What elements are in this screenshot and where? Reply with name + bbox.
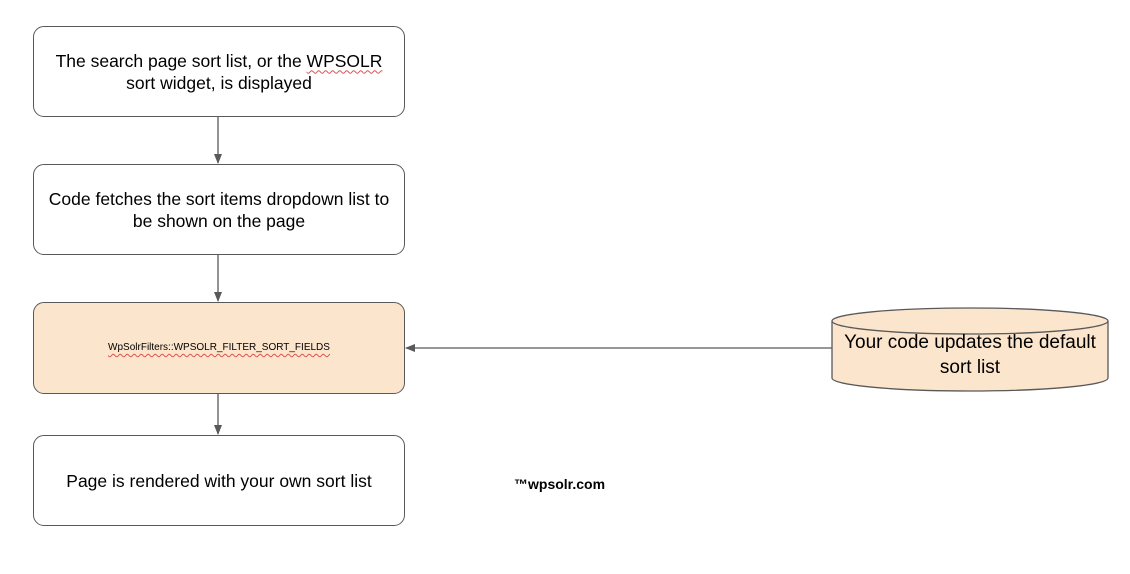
datastore-label: Your code updates the default sort list	[844, 332, 1096, 378]
step-filter-hook-label: WpSolrFilters::WPSOLR_FILTER_SORT_FIELDS	[108, 342, 330, 353]
step-1-text-marked: WPSOLR	[306, 50, 383, 71]
datastore-cylinder	[831, 307, 1109, 392]
step-filter-hook: WpSolrFilters::WPSOLR_FILTER_SORT_FIELDS	[33, 302, 405, 394]
step-sort-list-displayed-label: The search page sort list, or the WPSOLR…	[48, 50, 390, 94]
step-page-rendered-label: Page is rendered with your own sort list	[66, 470, 372, 491]
step-sort-list-displayed: The search page sort list, or the WPSOLR…	[33, 26, 405, 117]
step-fetch-sort-items: Code fetches the sort items dropdown lis…	[33, 164, 405, 255]
step-1-text-start: The search page sort list, or the	[55, 50, 307, 71]
step-1-text-end: sort widget, is displayed	[126, 72, 312, 93]
step-page-rendered: Page is rendered with your own sort list	[33, 435, 405, 526]
watermark: ™wpsolr.com	[514, 476, 606, 492]
step-fetch-sort-items-label: Code fetches the sort items dropdown lis…	[48, 188, 390, 231]
